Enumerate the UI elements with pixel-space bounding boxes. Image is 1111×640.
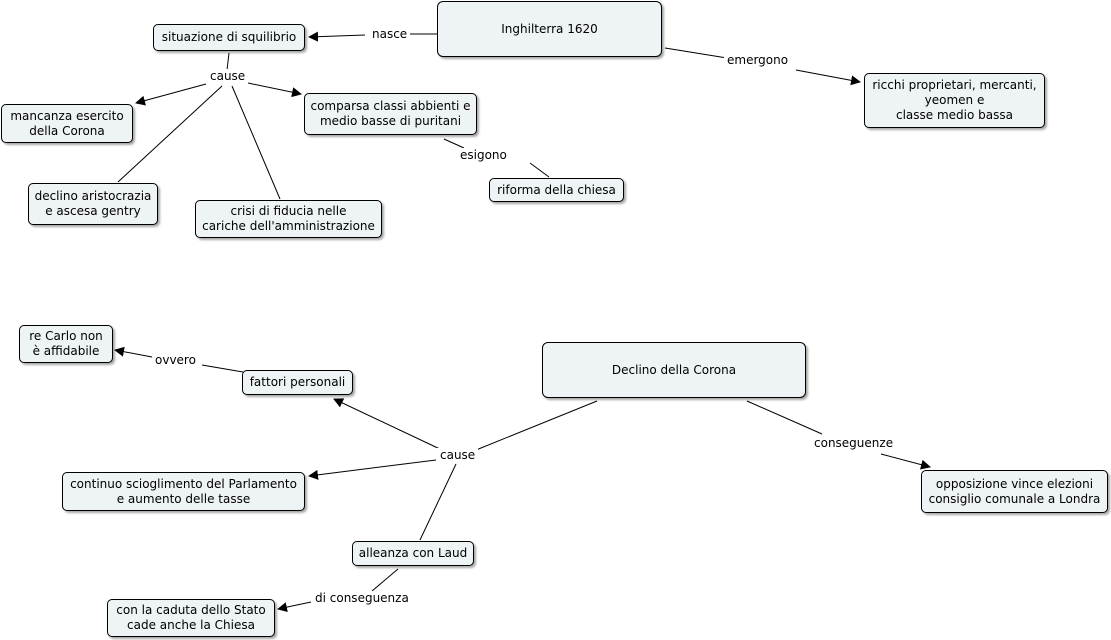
node-opposizione-elezioni[interactable]: opposizione vince elezioni consiglio com… bbox=[921, 470, 1108, 513]
link-fattori-ovvero bbox=[201, 364, 244, 373]
node-comparsa-classi[interactable]: comparsa classi abbienti e medio basse d… bbox=[304, 93, 477, 135]
label-ovvero: ovvero bbox=[152, 353, 199, 368]
node-declino-corona[interactable]: Declino della Corona bbox=[542, 342, 806, 398]
link-cause-mancanza bbox=[135, 83, 207, 106]
link-diconseguenza-caduta bbox=[277, 601, 312, 613]
link-esigono-riforma bbox=[529, 162, 550, 178]
link-cause-declino-aristo bbox=[117, 85, 223, 183]
label-di-conseguenza: di conseguenza bbox=[312, 591, 412, 606]
link-comparsa-esigono bbox=[443, 138, 465, 149]
node-mancanza-esercito[interactable]: mancanza esercito della Corona bbox=[1, 104, 133, 143]
link-declino-conseguenze bbox=[746, 400, 823, 435]
link-ovvero-recarlo bbox=[114, 346, 153, 358]
link-cause-laud bbox=[419, 463, 457, 541]
label-cause-top: cause bbox=[207, 69, 249, 84]
link-cause-comparsa bbox=[247, 82, 302, 98]
label-emergono: emergono bbox=[724, 53, 792, 68]
link-nasce-squilibrio bbox=[308, 31, 366, 42]
node-scioglimento-parlamento[interactable]: continuo scioglimento del Parlamento e a… bbox=[62, 472, 305, 511]
node-re-carlo[interactable]: re Carlo non è affidabile bbox=[19, 325, 113, 363]
node-declino-aristocrazia[interactable]: declino aristocrazia e ascesa gentry bbox=[28, 183, 158, 225]
link-conseguenze-opposizione bbox=[880, 453, 931, 470]
link-cause-crisi bbox=[231, 85, 281, 200]
node-inghilterra-1620[interactable]: Inghilterra 1620 bbox=[437, 1, 662, 57]
link-inghilterra-emergono bbox=[664, 47, 728, 59]
link-emergono-ricchi bbox=[795, 69, 861, 86]
node-ricchi-proprietari[interactable]: ricchi proprietari, mercanti, yeomen e c… bbox=[864, 73, 1045, 128]
link-cause-fattori bbox=[333, 398, 443, 451]
node-riforma-chiesa[interactable]: riforma della chiesa bbox=[489, 178, 624, 202]
link-squilibrio-cause bbox=[226, 52, 230, 71]
link-cause-scioglimento bbox=[308, 459, 437, 480]
label-cause-bottom: cause bbox=[437, 448, 479, 463]
label-conseguenze: conseguenze bbox=[811, 436, 897, 451]
node-crisi-fiducia[interactable]: crisi di fiducia nelle cariche dell'ammi… bbox=[195, 200, 382, 238]
label-nasce: nasce bbox=[369, 27, 411, 42]
node-alleanza-laud[interactable]: alleanza con Laud bbox=[352, 541, 474, 566]
link-declino-cause bbox=[475, 400, 598, 451]
label-esigono: esigono bbox=[457, 148, 510, 163]
node-caduta-stato[interactable]: con la caduta dello Stato cade anche la … bbox=[107, 599, 275, 637]
node-fattori-personali[interactable]: fattori personali bbox=[242, 370, 353, 395]
node-situazione-squilibrio[interactable]: situazione di squilibrio bbox=[153, 24, 305, 51]
link-laud-diconseguenza bbox=[371, 568, 399, 592]
